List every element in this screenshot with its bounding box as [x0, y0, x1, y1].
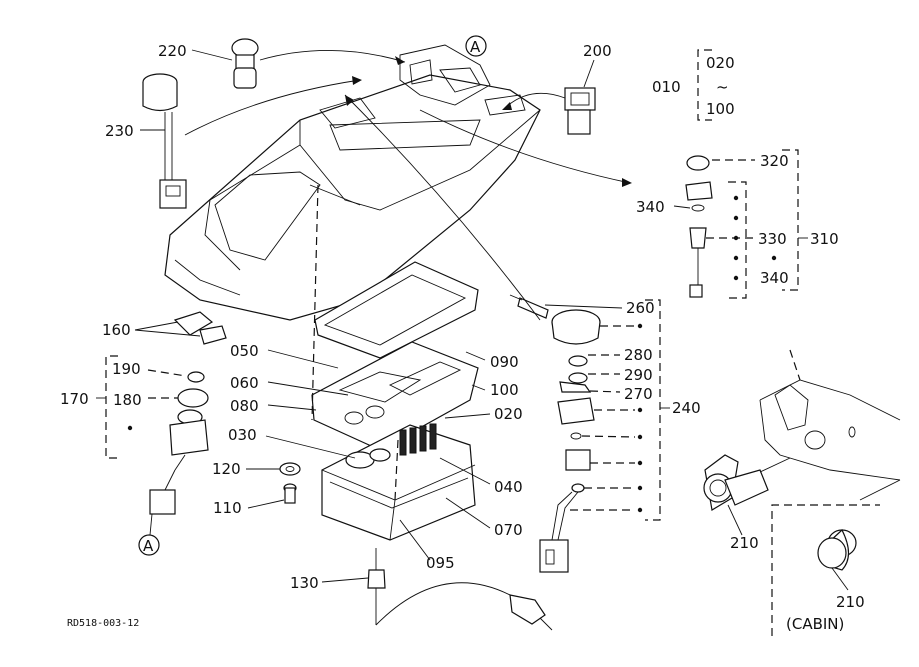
label-340-a: 340	[636, 198, 665, 216]
label-120: 120	[212, 460, 241, 478]
label-cabin: (CABIN)	[786, 615, 844, 633]
lighter-210-icon	[703, 454, 791, 511]
label-260: 260	[626, 299, 655, 317]
lighter-cap-210-icon	[817, 529, 857, 571]
label-110: 110	[213, 499, 242, 517]
label-160: 160	[102, 321, 131, 339]
label-180: 180	[113, 391, 142, 409]
label-080: 080	[230, 397, 259, 415]
knob-220-icon	[231, 38, 259, 89]
label-100-range: 100	[706, 100, 735, 118]
label-070: 070	[494, 521, 523, 539]
ref-a-bottom-circle	[138, 534, 160, 556]
label-060: 060	[230, 374, 259, 392]
instrument-panel-icon	[311, 261, 479, 541]
label-270: 270	[624, 385, 653, 403]
label-090: 090	[490, 353, 519, 371]
label-100: 100	[490, 381, 519, 399]
washer-120-icon	[279, 462, 301, 476]
label-240: 240	[672, 399, 701, 417]
key-switch-170-icon	[149, 311, 227, 515]
label-010: 010	[652, 78, 681, 96]
ref-a-bottom: A	[143, 537, 154, 555]
ref-a-top-circle	[465, 35, 487, 57]
label-320: 320	[760, 152, 789, 170]
switch-200-icon	[564, 87, 596, 135]
label-020-range: 020	[706, 54, 735, 72]
switch-240-assembly-icon	[509, 294, 601, 573]
label-280: 280	[624, 346, 653, 364]
label-030: 030	[228, 426, 257, 444]
label-220: 220	[158, 42, 187, 60]
label-040: 040	[494, 478, 523, 496]
label-095: 095	[426, 554, 455, 572]
label-130: 130	[290, 574, 319, 592]
screw-110-icon	[283, 483, 297, 504]
label-330: 330	[758, 230, 787, 248]
lighter-bracket-icon	[759, 349, 901, 501]
buzzer-230-icon	[142, 73, 187, 209]
label-200: 200	[583, 42, 612, 60]
label-230: 230	[105, 122, 134, 140]
label-290: 290	[624, 366, 653, 384]
figure-reference-code: RD518-003-12	[67, 618, 139, 629]
label-050: 050	[230, 342, 259, 360]
label-190: 190	[112, 360, 141, 378]
lamp-310-assembly-icon	[685, 155, 713, 298]
sensor-130-icon	[367, 548, 553, 631]
label-210-a: 210	[730, 534, 759, 552]
label-310: 310	[810, 230, 839, 248]
label-020: 020	[494, 405, 523, 423]
label-170: 170	[60, 390, 89, 408]
dashboard-housing	[164, 44, 541, 321]
ref-a-top: A	[470, 38, 481, 56]
label-340-b: 340	[760, 269, 789, 287]
label-tilde: ~	[716, 78, 729, 96]
label-210-b: 210	[836, 593, 865, 611]
